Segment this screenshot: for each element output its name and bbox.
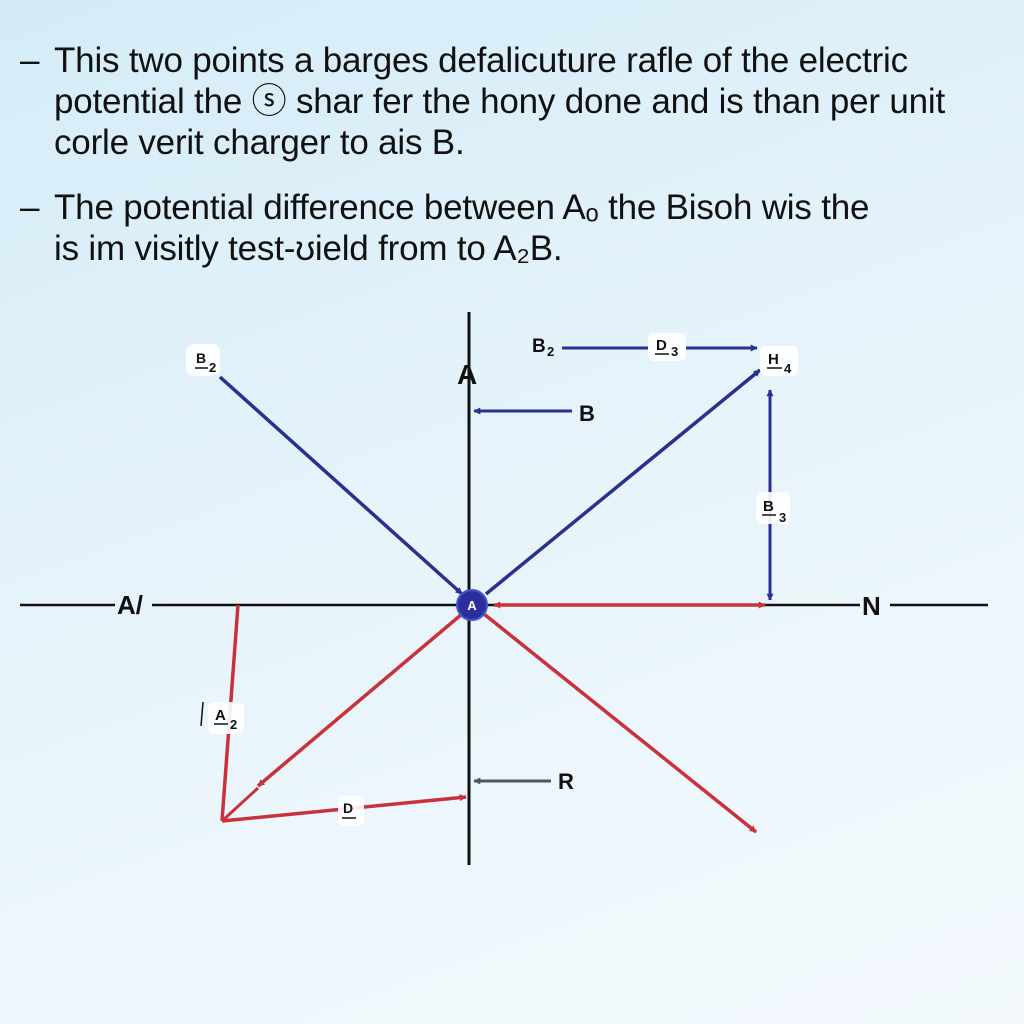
label-badge-b3 [756,492,790,524]
blue-arrow-top-left-to-center [218,375,464,596]
bullet-dash: – [20,41,40,80]
blue-arrow-center-to-top-right [484,368,762,596]
label-top-left-b-sub: 2 [209,360,216,375]
label-mid-b: B [579,401,595,426]
bullet-1-line-2: potential the ⓢ shar fer the honу done a… [54,82,946,121]
label-top-d3: D [656,337,667,354]
label-top-b2: B [532,336,546,357]
label-left-axis: A/ [117,590,143,620]
red-arrow-center-to-bottom-left [256,612,464,788]
label-top-h4: H [768,351,779,368]
label-badge-a2 [208,702,244,734]
bullet-2-line-2: is im visitly test-ʊield from to A₂B. [54,229,563,268]
bullet-2: – The potential difference between Aₒ th… [20,187,1010,269]
label-left-a2-sub: 2 [230,717,237,732]
text-block: – This two points a barges defalicuture … [20,40,1010,293]
label-top-h4-sub: 4 [784,361,792,376]
bullet-1-line-1: This two points a barges defalicuture ra… [54,41,908,80]
center-node [456,589,488,621]
label-right-b3-sub: 3 [779,510,786,525]
label-badge-d3 [648,333,686,361]
label-badge-h4 [760,346,798,376]
bullet-dash: – [20,188,40,227]
bullet-2-line-1: The potential difference between Aₒ the … [54,188,870,227]
label-axis-top-a: A [457,359,477,390]
label-a2-bar [200,701,204,727]
bullet-1: – This two points a barges defalicuture … [20,40,1010,163]
red-branch-to-bottom-left [220,786,260,823]
label-left-a2: A [215,707,226,724]
label-bottom-r: R [558,769,574,794]
label-bottom-d: D [343,800,353,816]
bullet-1-line-3: corle verit charger to ais B. [54,123,465,162]
label-top-left-b: B [196,350,206,366]
label-badge-top-left [186,344,220,376]
label-right-b3: B [763,498,774,515]
center-node-label: A [467,598,477,613]
red-arrow-center-to-bottom-right [482,612,758,834]
label-top-b2-sub: 2 [547,344,554,359]
label-right-axis-n: N [862,591,881,621]
label-top-d3-sub: 3 [671,344,678,359]
